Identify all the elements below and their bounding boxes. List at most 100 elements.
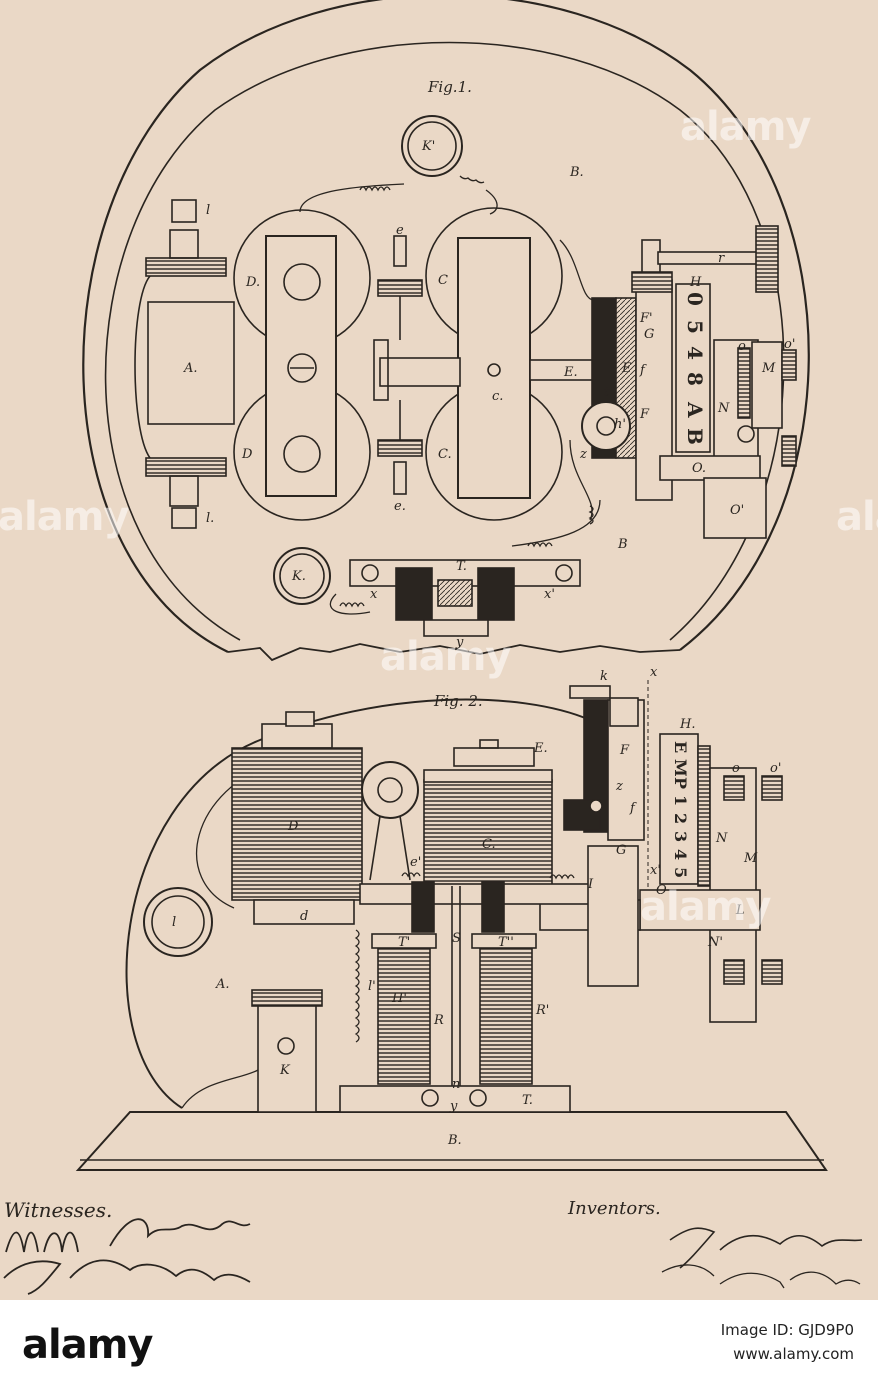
watermark-2: alamy xyxy=(0,494,128,540)
fig2-label-r-prime: R' xyxy=(535,1003,549,1018)
inventor-signature-2 xyxy=(662,1265,860,1288)
fig2-binding-post-k xyxy=(182,990,322,1112)
fig1-label-o-prime: o' xyxy=(784,337,795,352)
fig1-label-m: M xyxy=(761,361,776,376)
alamy-logo[interactable]: alamy xyxy=(22,1322,152,1368)
fig1-label-x: x xyxy=(370,587,378,602)
fig2-label-t-prime: T' xyxy=(398,935,410,950)
fig2-label-h-left: H' xyxy=(391,991,407,1006)
fig2-type-char-3: P xyxy=(671,777,690,789)
fig2-label-x: x xyxy=(650,665,658,680)
fig2-label-e-prime: e' xyxy=(410,855,421,870)
fig2-pulley xyxy=(362,762,418,818)
fig1-label-r: r xyxy=(718,251,725,266)
fig1-label-x-prime: x' xyxy=(544,587,555,602)
fig1-spring-2 xyxy=(460,176,484,183)
fig1-label-c-lower: C. xyxy=(438,447,452,462)
fig2-label-i: I xyxy=(587,877,594,892)
fig1-spring-3 xyxy=(528,543,552,546)
fig1-label-h-prime: h' xyxy=(614,417,626,432)
fig2-type-char-4: 1 xyxy=(671,795,690,806)
fig1-label-f-prime: F' xyxy=(639,311,653,326)
fig1-spring-1 xyxy=(360,187,390,190)
site-link[interactable]: www.alamy.com xyxy=(721,1342,854,1366)
fig2-label-t: T. xyxy=(522,1093,533,1108)
fig2-label-n: N xyxy=(715,831,728,846)
fig2-label-y: y xyxy=(449,1099,458,1114)
fig1-label-g: G xyxy=(644,327,654,342)
watermark-5: alamy xyxy=(640,884,770,930)
inventors-heading: Inventors. xyxy=(568,1198,661,1219)
fig1-label-d-upper: D. xyxy=(245,275,260,290)
fig2-type-char-1: E xyxy=(671,741,690,753)
fig2-label-f: F xyxy=(619,743,630,758)
fig2-label-l-prime: l' xyxy=(368,979,376,994)
fig2-label-z: z xyxy=(615,779,623,794)
fig2-spring-l-prime xyxy=(356,930,359,1042)
fig1-label-h: H xyxy=(689,275,702,290)
fig1-label-f: F xyxy=(639,407,650,422)
fig1-label-o-bracket: O. xyxy=(692,461,706,476)
type-char-2: 5 xyxy=(683,320,707,334)
footer-bar: alamy Image ID: GJD9P0 www.alamy.com xyxy=(0,1300,878,1390)
fig1-label-o-prime-bracket: O' xyxy=(730,503,744,518)
witness-signature-1 xyxy=(6,1219,250,1252)
fig2-label-d: D xyxy=(287,819,299,834)
fig1-label-t-small: t xyxy=(604,385,610,400)
fig2-knob-l xyxy=(144,888,212,956)
fig2-label-n-small: n xyxy=(452,1077,460,1092)
fig1-label-n: N xyxy=(717,401,730,416)
fig1-spring-4 xyxy=(340,603,364,606)
fig2-label-m: M xyxy=(743,851,758,866)
fig1-label-k: K. xyxy=(291,569,306,584)
fig1-label-o: o xyxy=(738,339,746,354)
fig2-lower-coils xyxy=(372,882,536,1086)
fig1-label-b-lower: B xyxy=(617,537,628,552)
fig1-label-b-top: B. xyxy=(569,165,584,180)
type-char-1: 0 xyxy=(683,292,707,306)
fig2-arm-e xyxy=(454,748,534,766)
fig1-label-l-bottom: l. xyxy=(206,511,214,526)
witnesses-heading: Witnesses. xyxy=(4,1198,112,1222)
fig1-label-d-lower: D xyxy=(241,447,253,462)
fig1-label-k-prime: K' xyxy=(421,139,435,154)
fig2-type-char-2: M xyxy=(671,759,690,777)
fig2-label-c: C. xyxy=(482,837,496,852)
fig1-label-e-screw-top: e xyxy=(396,223,404,238)
type-char-3: 4 xyxy=(683,346,707,360)
image-id-label: Image ID: GJD9P0 xyxy=(721,1318,854,1342)
fig2-label-g: G xyxy=(616,843,626,858)
fig1-label-e: E. xyxy=(563,365,578,380)
fig2-type-char-5: 2 xyxy=(671,813,690,824)
fig2-type-char-8: 5 xyxy=(671,867,690,878)
fig1-label-a: A. xyxy=(183,361,198,376)
watermark-4: alamy xyxy=(380,634,510,680)
watermark-3: ala xyxy=(836,494,878,540)
fig2-spring-i xyxy=(550,875,574,878)
patent-drawing-page: 0 5 4 8 A B Fig.1. A. xyxy=(0,0,878,1300)
footer-credit: Image ID: GJD9P0 www.alamy.com xyxy=(721,1318,854,1366)
fig2-type-wheel xyxy=(660,734,698,884)
fig2-label-k-small: k xyxy=(600,669,608,684)
fig2-label-b: B. xyxy=(447,1133,462,1148)
fig2-type-char-7: 4 xyxy=(671,849,690,860)
fig1-label-c-upper: C xyxy=(438,273,448,288)
fig2-frame-plate xyxy=(360,884,600,904)
fig2-label-r: R xyxy=(433,1013,444,1028)
fig2-label-t-double-prime: T'' xyxy=(498,935,514,950)
fig1-label-z: z xyxy=(579,447,587,462)
fig2-label-d-small: d xyxy=(300,909,308,924)
type-char-4: 8 xyxy=(683,372,707,386)
fig2-sleeve-f xyxy=(564,686,644,840)
fig2-caption: Fig. 2. xyxy=(433,692,483,710)
fig2-coil-c xyxy=(424,770,552,890)
fig1-label-c-small: c. xyxy=(492,389,503,404)
fig2-label-x-prime: x' xyxy=(650,863,661,878)
fig2-label-o: o xyxy=(732,761,740,776)
fig2-label-s: S xyxy=(452,931,461,946)
type-char-5: A xyxy=(683,401,707,418)
fig2-label-a: A. xyxy=(215,977,230,992)
witness-signature-2 xyxy=(4,1260,250,1294)
fig1-label-t: T. xyxy=(456,559,467,574)
inventor-signature-1 xyxy=(670,1228,862,1268)
